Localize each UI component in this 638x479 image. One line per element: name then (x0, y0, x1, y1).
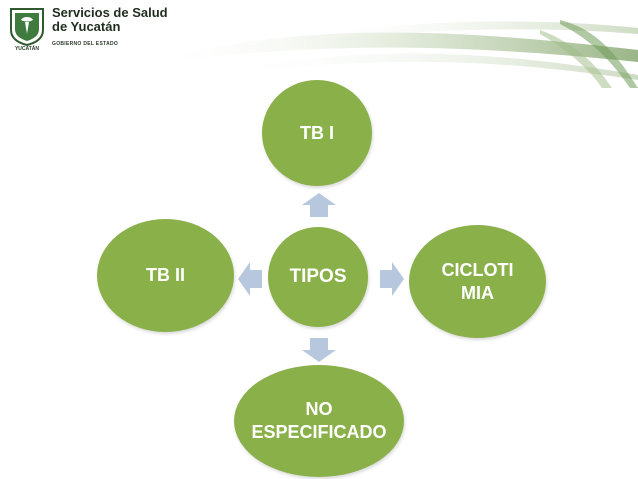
brand-line-1: Servicios de Salud (52, 5, 168, 20)
node-tipos: TIPOS (268, 227, 368, 327)
header-swoosh-decoration (150, 20, 638, 88)
brand-line-2: de Yucatán (52, 19, 121, 34)
node-tb-ii: TB II (97, 219, 234, 332)
seal-icon (10, 8, 44, 46)
brand-subtitle: GOBIERNO DEL ESTADO (52, 41, 119, 47)
node-no-especificado-label: NO ESPECIFICADO (251, 399, 387, 442)
node-no-especificado: NO ESPECIFICADO (234, 365, 404, 477)
arrow-down-icon (302, 338, 336, 362)
header-banner: YUCATÁN Servicios de Salud de Yucatán GO… (0, 0, 638, 90)
node-ciclotimia: CICLOTI MIA (409, 225, 546, 338)
arrow-up-icon (302, 193, 336, 217)
arrow-left-icon (238, 262, 262, 296)
node-tb-i-label: TB I (300, 122, 334, 143)
node-tb-i: TB I (262, 80, 372, 186)
node-tb-ii-label: TB II (146, 265, 185, 285)
seal-label: YUCATÁN (14, 46, 40, 52)
node-ciclotimia-label: CICLOTI MIA (441, 259, 514, 303)
node-tipos-label: TIPOS (289, 266, 347, 287)
brand-name: Servicios de Salud de Yucatán GOBIERNO D… (52, 6, 168, 51)
arrow-right-icon (380, 262, 404, 296)
